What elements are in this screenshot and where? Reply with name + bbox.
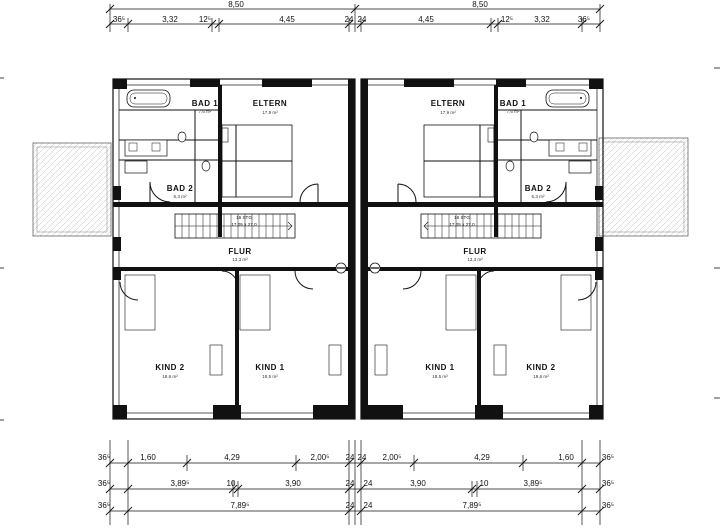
dim-b2-l4: 3,90: [285, 479, 301, 488]
dim-b3-l1: 36⁵: [98, 501, 110, 510]
balcony-left: [32, 142, 112, 237]
room-area-flur-right: 13,3 m²: [467, 257, 483, 262]
dim-top-l2: 3,32: [162, 15, 178, 24]
dim-b2-r5: 36⁵: [602, 479, 614, 488]
dim-top-r4: 3,32: [534, 15, 550, 24]
room-label-kind2-left: KIND 2: [155, 363, 184, 372]
dim-top-r1: 24: [358, 15, 367, 24]
dim-b3-r3: 36⁵: [602, 501, 614, 510]
dim-b1-r4: 1,60: [558, 453, 574, 462]
dim-b2-l2: 3,89⁵: [171, 479, 190, 488]
room-area-bad2-left: 5,3 m²: [173, 194, 186, 199]
dim-total-left: 8,50: [228, 0, 244, 9]
stair-size-left: 17,05 x 27,0: [231, 222, 257, 227]
dim-top-r2: 4,45: [418, 15, 434, 24]
dim-b2-r3: 10: [480, 479, 489, 488]
stair-steps-right: 16 STG: [454, 215, 470, 220]
room-area-kind2-right: 18,6 m²: [533, 374, 549, 379]
dim-b1-l1: 36⁵: [98, 453, 110, 462]
room-area-flur-left: 13,3 m²: [232, 257, 248, 262]
dim-b2-l3: 10: [227, 479, 236, 488]
room-area-bad2-right: 5,3 m²: [531, 194, 544, 199]
dim-b1-l4: 2,00⁵: [311, 453, 330, 462]
top-dimensions: 8,50 8,50 36⁵ 3,32 12⁵ 4,45 24 24 4,45 1…: [105, 0, 605, 32]
dim-b2-r1: 24: [364, 479, 373, 488]
room-area-eltern-left: 17,9 m²: [262, 110, 278, 115]
room-label-bad2-left: BAD 2: [167, 184, 194, 193]
room-area-kind1-left: 18,5 m²: [262, 374, 278, 379]
house-left: BAD 1 7,6 m² ELTERN 17,9 m² BAD 2 5,3 m²…: [112, 78, 356, 420]
room-area-kind2-left: 18,6 m²: [162, 374, 178, 379]
dim-b1-r3: 4,29: [474, 453, 490, 462]
stair-size-right: 17,05 x 27,0: [449, 222, 475, 227]
room-area-bad1-left: 7,6 m²: [198, 109, 211, 114]
balcony-left-inner: [36, 146, 108, 233]
room-label-kind1-left: KIND 1: [255, 363, 284, 372]
dim-b3-r2: 7,89⁵: [463, 501, 482, 510]
dim-top-l1: 36⁵: [113, 15, 125, 24]
stair-steps-left: 16 STG: [236, 215, 252, 220]
dim-b1-l3: 4,29: [224, 453, 240, 462]
room-label-bad2-right: BAD 2: [525, 184, 552, 193]
bottom-dimensions: 36⁵ 1,60 4,29 2,00⁵ 24 24 2,00⁵ 4,29 1,6…: [98, 440, 614, 525]
room-label-kind1-right: KIND 1: [425, 363, 454, 372]
dim-top-l4: 4,45: [279, 15, 295, 24]
room-label-kind2-right: KIND 2: [526, 363, 555, 372]
dim-b1-l5: 24: [346, 453, 355, 462]
balcony-right: [598, 137, 689, 237]
dim-b3-l2: 7,89⁵: [231, 501, 250, 510]
room-label-bad1-right: BAD 1: [500, 99, 527, 108]
house-right: ELTERN 17,9 m² BAD 1 7,6 m² BAD 2 5,3 m²…: [360, 78, 604, 420]
room-label-eltern-right: ELTERN: [431, 99, 465, 108]
room-label-flur-right: FLUR: [463, 247, 486, 256]
dim-top-l5: 24: [345, 15, 354, 24]
dim-b3-l3: 24: [346, 501, 355, 510]
room-area-bad1-right: 7,6 m²: [506, 109, 519, 114]
room-label-flur-left: FLUR: [228, 247, 251, 256]
dim-top-r3: 12⁵: [501, 15, 513, 24]
dim-b1-r2: 2,00⁵: [383, 453, 402, 462]
room-area-eltern-right: 17,9 m²: [440, 110, 456, 115]
dim-b2-r4: 3,89⁵: [524, 479, 543, 488]
room-label-bad1-left: BAD 1: [192, 99, 219, 108]
dim-b1-r5: 36⁵: [602, 453, 614, 462]
room-label-eltern-left: ELTERN: [253, 99, 287, 108]
dim-b2-r2: 3,90: [410, 479, 426, 488]
dim-top-l3: 12⁵: [199, 15, 211, 24]
dim-b1-r1: 24: [358, 453, 367, 462]
dim-b3-r1: 24: [364, 501, 373, 510]
edge-marks: [0, 67, 720, 421]
dim-b1-l2: 1,60: [140, 453, 156, 462]
dim-top-r5: 36⁵: [578, 15, 590, 24]
dim-total-right: 8,50: [472, 0, 488, 9]
room-area-kind1-right: 18,5 m²: [432, 374, 448, 379]
dim-b2-l5: 24: [346, 479, 355, 488]
dim-b2-l1: 36⁵: [98, 479, 110, 488]
